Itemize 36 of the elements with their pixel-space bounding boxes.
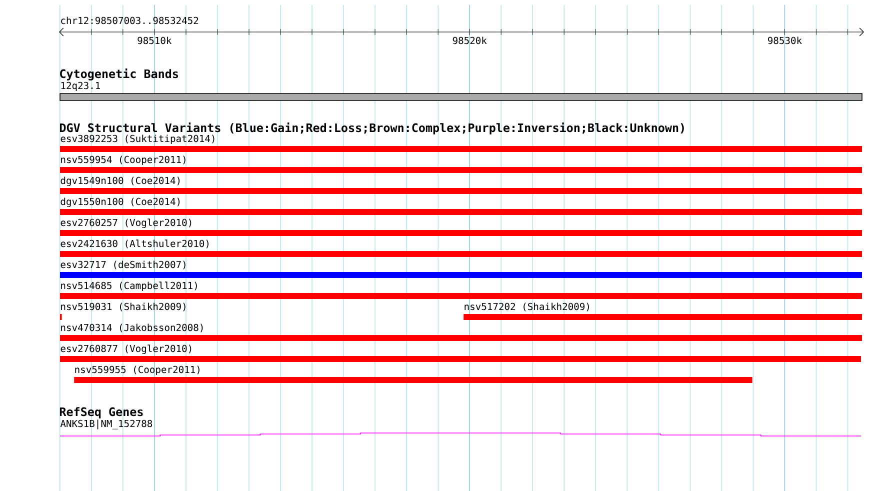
node-label: nsv519031 (Shaikh2009)	[61, 302, 186, 312]
node-label: nsv559954 (Cooper2011)	[61, 156, 186, 165]
node-label: esv32717 (deSmith2007)	[60, 260, 186, 270]
node-label: nsv559955 (Cooper2011)	[75, 366, 200, 375]
gene-track: ANKS1B|NM_152788	[60, 420, 862, 436]
variant-bar: nsv559955 (Cooper2011)	[74, 366, 752, 383]
variant-bar: nsv517202 (Shaikh2009)	[464, 302, 862, 320]
variant-bar: esv3892253 (Suktitipat2014)	[60, 134, 862, 152]
node-label: dgv1549n100 (Coe2014)	[60, 176, 180, 186]
variant-bar: nsv519031 (Shaikh2009)	[60, 302, 186, 320]
variant-bar: nsv514685 (Campbell2011)	[60, 282, 862, 299]
node-label: 12q23.1	[61, 82, 100, 92]
tick-label: 98520k	[452, 36, 487, 44]
node-label: nsv517202 (Shaikh2009)	[464, 302, 589, 312]
track-title: RefSeq Genes	[60, 407, 143, 418]
variant-bar: esv2760877 (Vogler2010)	[60, 344, 861, 362]
band-track: 12q23.1	[60, 82, 862, 101]
variant-bar: esv2421630 (Altshuler2010)	[60, 240, 862, 257]
track-title: DGV Structural Variants (Blue:Gain;Red:Loss;Brown:Complex;Purple:Inversion;Black:Unknown)	[60, 122, 684, 134]
track-title: Cytogenetic Bands	[60, 68, 178, 80]
variant-bar: dgv1550n100 (Coe2014)	[60, 198, 862, 215]
node-label: esv2760257 (Vogler2010)	[60, 218, 192, 228]
variant-bar: nsv470314 (Jakobsson2008)	[60, 324, 862, 341]
node-label: nsv470314 (Jakobsson2008)	[61, 324, 203, 332]
node-label: dgv1550n100 (Coe2014)	[60, 198, 180, 208]
tick-label: 98530k	[768, 36, 802, 44]
node-label: esv2421630 (Altshuler2010)	[60, 240, 208, 248]
variant-bar: dgv1549n100 (Coe2014)	[60, 176, 862, 194]
variant-bar: esv32717 (deSmith2007)	[60, 260, 862, 278]
node-label: esv2760877 (Vogler2010)	[60, 344, 192, 354]
coordinate-label: chr12:98507003..98532452	[61, 16, 198, 24]
tick-label: 98510k	[138, 36, 172, 44]
variant-bar: nsv559954 (Cooper2011)	[60, 156, 862, 173]
node-label: esv3892253 (Suktitipat2014)	[60, 134, 214, 144]
node-label: nsv514685 (Campbell2011)	[61, 282, 197, 291]
variant-bar: esv2760257 (Vogler2010)	[60, 218, 862, 236]
